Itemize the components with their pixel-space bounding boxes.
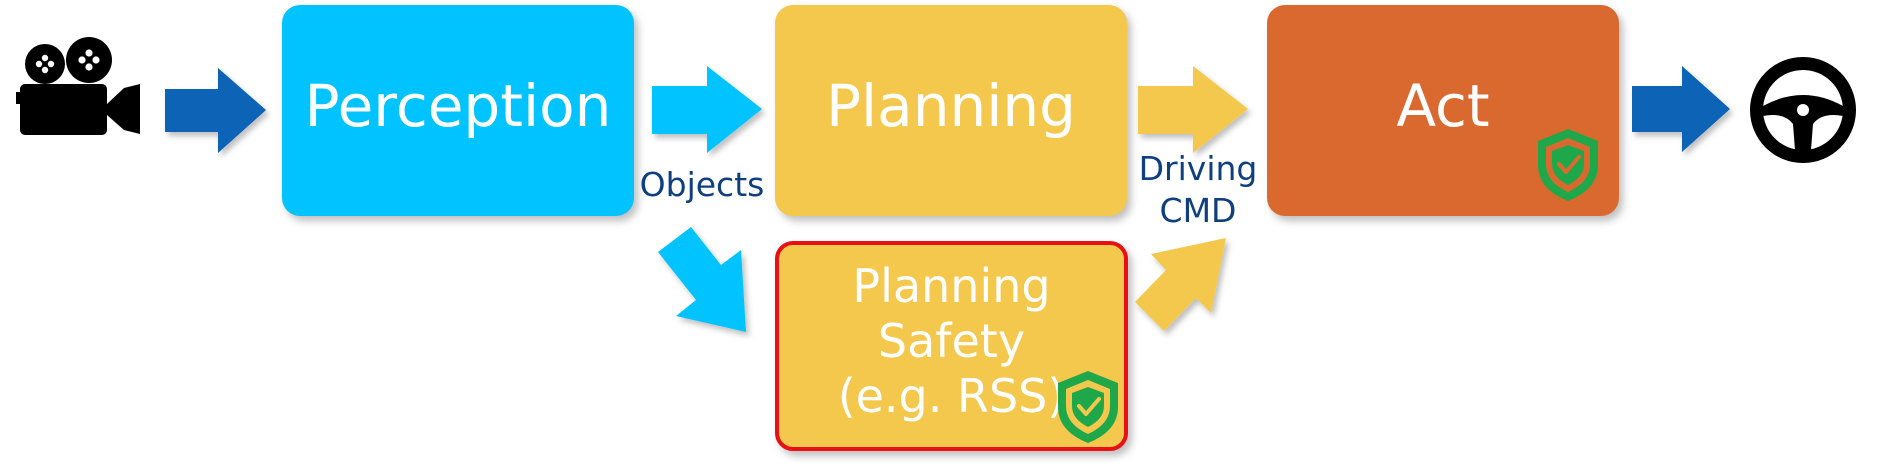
perception-label: Perception	[304, 71, 612, 140]
arrow-safety-to-driving-cmd	[1135, 238, 1226, 331]
planning-safety-line-3: (e.g. RSS)	[837, 368, 1066, 423]
planning-safety-line-2: Safety	[877, 313, 1026, 368]
planning-safety-line-1: Planning	[852, 258, 1051, 313]
objects-edge-label: Objects	[636, 164, 768, 206]
arrow-perception-to-safety	[658, 227, 746, 332]
arrow-act-to-output	[1632, 66, 1730, 152]
driving-cmd-edge-label: Driving CMD	[1132, 148, 1264, 232]
arrow-planning-to-act	[1138, 66, 1248, 153]
arrow-input-to-perception	[165, 68, 266, 153]
arrow-perception-to-planning	[652, 66, 762, 153]
act-label: Act	[1396, 71, 1490, 140]
planning-label: Planning	[826, 71, 1076, 140]
video-camera-icon	[16, 37, 140, 135]
driving-label: Driving	[1138, 149, 1258, 188]
perception-node: Perception	[282, 5, 634, 216]
planning-node: Planning	[775, 5, 1127, 216]
steering-wheel-icon	[1750, 57, 1856, 163]
planning-safety-node: Planning Safety (e.g. RSS)	[775, 241, 1128, 451]
shield-check-icon	[1538, 129, 1598, 201]
cmd-label: CMD	[1159, 191, 1237, 230]
shield-check-icon	[1058, 371, 1118, 443]
objects-label: Objects	[639, 165, 765, 204]
